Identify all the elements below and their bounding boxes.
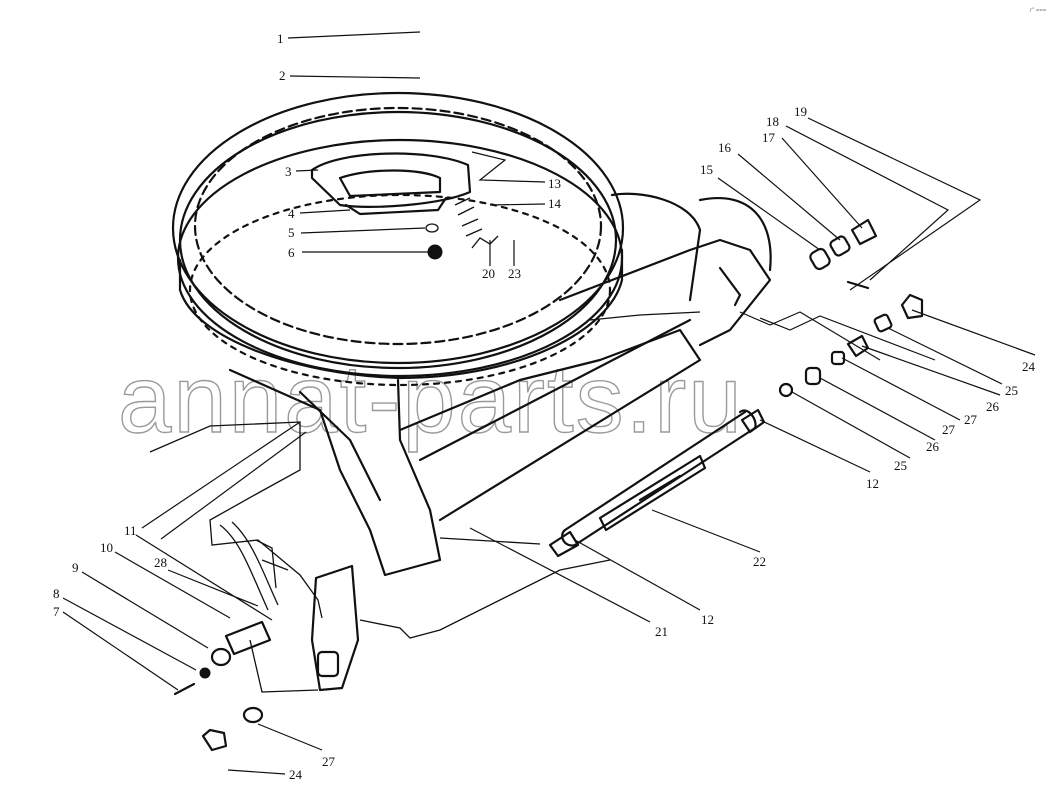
support-frame xyxy=(228,192,772,577)
callout-11: 11 xyxy=(124,523,137,538)
callout-17: 17 xyxy=(762,130,776,145)
callout-2: 2 xyxy=(279,68,286,83)
callout-labels: 1 2 3 4 5 6 7 8 9 10 11 12 12 13 14 15 1… xyxy=(53,31,1036,782)
callout-1: 1 xyxy=(277,31,284,46)
callout-9: 9 xyxy=(72,560,79,575)
callout-26-right: 26 xyxy=(986,399,1000,414)
slewing-ring-gear xyxy=(171,91,625,387)
chassis-outline xyxy=(149,311,701,693)
callout-27-right: 27 xyxy=(964,412,978,427)
callout-25-right: 25 xyxy=(1005,383,1018,398)
callout-19: 19 xyxy=(794,104,807,119)
callout-25-lower: 25 xyxy=(894,458,907,473)
ball-icon xyxy=(427,244,443,260)
callout-24-lower: 24 xyxy=(289,767,303,782)
callout-26-lower: 26 xyxy=(926,439,940,454)
hydraulic-cylinder xyxy=(548,409,757,558)
callout-13: 13 xyxy=(548,176,561,191)
lower-bracket-assembly xyxy=(173,564,360,752)
leader-lines xyxy=(62,31,1036,775)
right-small-parts xyxy=(740,218,924,434)
callout-28: 28 xyxy=(154,555,167,570)
callout-27-lower: 27 xyxy=(322,754,336,769)
callout-12-right: 12 xyxy=(866,476,879,491)
callout-22: 22 xyxy=(753,554,766,569)
callout-23: 23 xyxy=(508,266,521,281)
callout-24-right: 24 xyxy=(1022,359,1036,374)
callout-27-mid: 27 xyxy=(942,422,956,437)
callout-15: 15 xyxy=(700,162,713,177)
center-bracket xyxy=(310,152,499,260)
callout-4: 4 xyxy=(288,206,295,221)
callout-18: 18 xyxy=(766,114,779,129)
corner-mark: r" === xyxy=(1030,8,1047,14)
callout-16: 16 xyxy=(718,140,732,155)
watermark-text: annat-parts.ru xyxy=(118,346,744,453)
callout-14: 14 xyxy=(548,196,562,211)
callout-3: 3 xyxy=(285,164,292,179)
callout-6: 6 xyxy=(288,245,295,260)
callout-8: 8 xyxy=(53,586,60,601)
callout-5: 5 xyxy=(288,225,295,240)
callout-10: 10 xyxy=(100,540,113,555)
callout-12-lower: 12 xyxy=(701,612,714,627)
callout-20: 20 xyxy=(482,266,495,281)
callout-21: 21 xyxy=(655,624,668,639)
callout-7: 7 xyxy=(53,604,60,619)
